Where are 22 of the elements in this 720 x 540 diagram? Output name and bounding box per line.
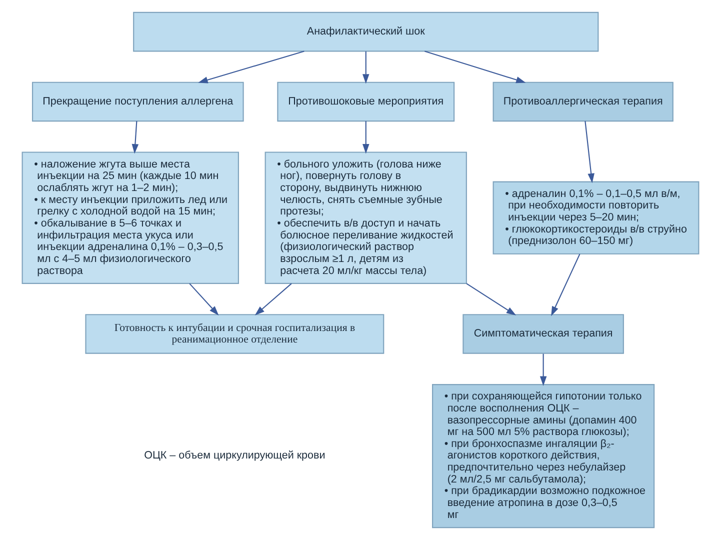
arrow — [198, 50, 304, 84]
node-box: Готовность к интубации и срочная госпитализация в реанимационное отделение — [84, 314, 384, 354]
arrow — [188, 283, 218, 316]
node-box: Прекращение поступления аллергена — [31, 82, 244, 122]
node-box: Противоаллергическая терапия — [492, 82, 673, 122]
arrow — [362, 51, 369, 84]
arrow — [131, 121, 138, 154]
label: ОЦК – объем циркулирующей крови — [144, 450, 325, 462]
node-box: • наложение жгута выше места инъекции на 25 мин (каждые 10 мин ослаблять жгут на 1–2 мин); • к месту инъекции приложить лед или грелку с холодной водой на 15 мин; • обкалывание в 5–6 точках и инфильтрация места укуса или инъекции адреналина 0,1% – 0,3–0,5 мл с 4–5 мл физиологического раствора — [21, 152, 238, 284]
node-box: Симптоматическая терапия — [462, 314, 624, 354]
arrow — [584, 121, 594, 184]
arrow — [424, 50, 526, 84]
arrow — [254, 283, 292, 316]
node-box: Анафилактический шок — [132, 12, 598, 52]
arrow — [550, 254, 580, 316]
arrow — [466, 283, 516, 316]
arrow — [539, 354, 546, 386]
node-box: Противошоковые мероприятия — [276, 82, 454, 122]
node-box: • адреналин 0,1% – 0,1–0,5 мл в/м, при необходимости повторить инъекции через 5–20 мин; • глюкокортикостероиды в/в струйно (преднизолон 60–150 мг) — [492, 181, 699, 254]
node-box: • больного уложить (голова ниже ног), повернуть голову в сторону, выдвинуть нижнюю челюсть, снять съемные зубные протезы; • обеспечить в/в доступ и начать болюсное переливание жидкостей (физиологический раствор взрослым ≥1 л, детям из расчета 20 мл/кг массы тела) — [264, 152, 466, 284]
arrow — [362, 121, 369, 154]
node-box: • при сохраняющейся гипотонии только после восполнения ОЦК – вазопрессорные амины (допамин 400 мг на 500 мл 5% раствора глюкозы); • при бронхоспазме ингаляции β₂-агонистов короткого действия, предпочтительно через небулайзер (2 мл/2,5 мг сальбутамола); • при брадикардии возможно подкожное введение атропина в дозе 0,3–0,5 мг — [432, 384, 654, 528]
